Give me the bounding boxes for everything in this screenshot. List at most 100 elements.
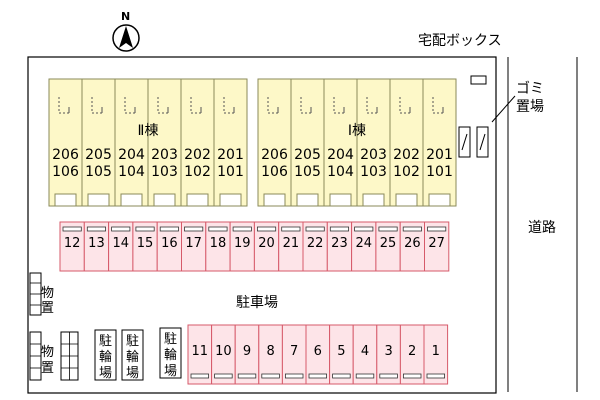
- stair-icon: [399, 97, 410, 114]
- wheel-stop: [426, 373, 446, 379]
- parking-space: 15: [132, 221, 158, 272]
- balcony: [219, 193, 242, 207]
- wheel-stop: [190, 373, 210, 379]
- wheel-stop: [305, 226, 325, 232]
- parking-space-number: 21: [283, 236, 300, 251]
- parking-space: 25: [375, 221, 401, 272]
- parking-space: 10: [211, 324, 236, 385]
- storage-label-line1: 物: [41, 286, 54, 301]
- parking-space: 21: [278, 221, 304, 272]
- bicycle-parking-area: 駐輪場: [94, 329, 117, 381]
- parking-space: 12: [59, 221, 85, 272]
- parking-space-number: 11: [192, 344, 209, 359]
- parking-space: 2: [399, 324, 425, 385]
- bicycle-parking-label: 場: [164, 364, 177, 379]
- parking-space: 24: [351, 221, 377, 272]
- unit-number-lower: 101: [426, 164, 453, 180]
- unit-outline: [356, 78, 391, 207]
- stair-icon: [58, 97, 69, 114]
- parking-space-number: 26: [404, 236, 421, 251]
- garbage-label-line1: ゴミ: [516, 80, 544, 97]
- unit-number-upper: 203: [360, 147, 387, 163]
- parking-space: 11: [187, 324, 213, 385]
- stair-icon: [432, 97, 443, 114]
- bicycle-parking-label: 場: [99, 366, 112, 381]
- balcony: [120, 193, 143, 207]
- unit-number-lower: 105: [294, 164, 321, 180]
- unit-outline: [114, 78, 149, 207]
- wheel-stop: [208, 226, 228, 232]
- balcony: [54, 193, 77, 207]
- wheel-stop: [261, 373, 280, 379]
- storage-shed-lower: 物 置: [29, 331, 79, 381]
- bicycle-parking-label: 駐: [99, 334, 112, 349]
- parking-space-number: 17: [185, 236, 202, 251]
- parking-space-number: 25: [380, 236, 397, 251]
- parking-space-number: 20: [258, 236, 275, 251]
- parking-space-number: 10: [215, 344, 232, 359]
- stair-icon: [124, 97, 135, 114]
- compass: N: [112, 10, 140, 52]
- bicycle-parking-area: 駐輪場: [121, 329, 144, 381]
- unit-outline: [323, 78, 358, 207]
- bicycle-parking-label: 輪: [164, 347, 177, 363]
- storage-label-line1: 物: [41, 345, 54, 360]
- building-name: Ⅱ棟: [138, 123, 159, 139]
- parking-space: 18: [205, 221, 231, 272]
- parking-space: 4: [352, 324, 378, 385]
- bicycle-parking-area: 駐輪場: [159, 327, 182, 379]
- wheel-stop: [214, 373, 233, 379]
- bicycle-parking-outline: [159, 327, 182, 379]
- parking-space: 3: [376, 324, 401, 385]
- balcony: [87, 193, 110, 207]
- parking-space-number: 27: [428, 236, 445, 251]
- stair-icon: [366, 97, 377, 114]
- unit-number-upper: 202: [184, 147, 211, 163]
- parking-space-number: 1: [432, 344, 440, 359]
- balcony: [329, 193, 352, 207]
- wheel-stop: [62, 226, 82, 232]
- unit-outline: [389, 78, 424, 207]
- parking-space: 9: [234, 324, 260, 385]
- unit-number-upper: 205: [294, 147, 321, 163]
- bicycle-parking-outline: [121, 329, 144, 381]
- wheel-stop: [237, 373, 257, 379]
- delivery-box: [470, 75, 487, 85]
- bicycle-parking-label: 輪: [126, 349, 139, 365]
- parking-space-number: 19: [234, 236, 251, 251]
- balcony: [186, 193, 209, 207]
- parking-space-number: 23: [331, 236, 348, 251]
- unit-outline: [290, 78, 325, 207]
- unit-number-upper: 203: [151, 147, 178, 163]
- unit-number-upper: 202: [393, 147, 420, 163]
- wheel-stop: [281, 226, 301, 232]
- parking-space: 1: [423, 324, 449, 385]
- stair-icon: [267, 97, 278, 114]
- compass-arrow-icon: [119, 26, 133, 48]
- wheel-stop: [329, 226, 349, 232]
- stair-icon: [333, 97, 344, 114]
- parking-space: 13: [83, 221, 110, 272]
- unit-number-lower: 103: [151, 164, 178, 180]
- compass-circle: [112, 24, 140, 52]
- unit-number-lower: 104: [118, 164, 145, 180]
- storage-label-line2: 置: [41, 301, 54, 316]
- parking-space: 5: [329, 324, 354, 385]
- unit-number-upper: 201: [426, 147, 453, 163]
- unit-number-upper: 206: [261, 147, 288, 163]
- wheel-stop: [86, 226, 107, 232]
- wheel-stop: [402, 226, 422, 232]
- parking-space-number: 13: [88, 236, 105, 251]
- unit-number-lower: 103: [360, 164, 387, 180]
- bicycle-parking-label: 駐: [126, 334, 139, 349]
- parking-space-number: 8: [266, 344, 274, 359]
- parking-space: 7: [281, 324, 307, 385]
